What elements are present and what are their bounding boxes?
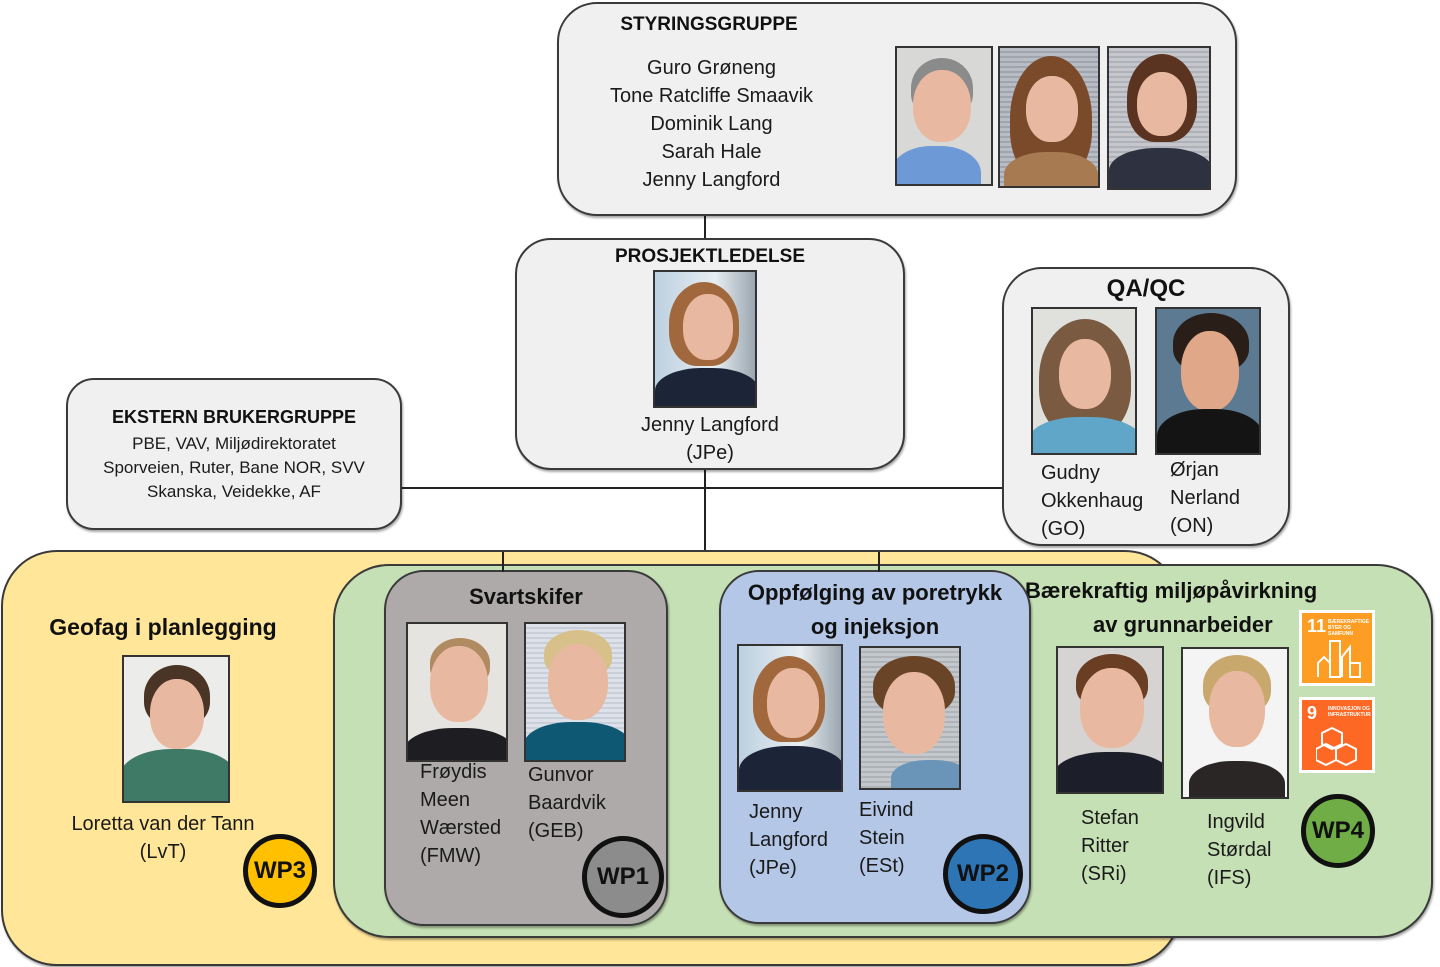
wp3-title: Geofag i planlegging: [49, 614, 277, 640]
qa-photo: [1031, 307, 1137, 455]
wp4-title-line2: av grunnarbeider: [1093, 612, 1273, 637]
qa-photo: [1155, 307, 1261, 455]
qa-last-name: Okkenhaug: [1041, 490, 1144, 512]
cubes-icon: [1316, 726, 1357, 766]
wp1-person: Frøydis Meen Wærsted (FMW): [420, 758, 501, 870]
wp4-photo: [1181, 647, 1289, 799]
sdg-label: INNOVASJON OG INFRASTRUKTUR: [1328, 706, 1371, 718]
leader-photo: [653, 270, 757, 408]
connector-wp2: [878, 552, 880, 572]
qa-last-name: Nerland: [1170, 487, 1241, 509]
qa-first-name: Gudny: [1041, 462, 1100, 484]
qaqc-title: QA/QC: [1106, 275, 1186, 302]
connector-horizontal: [400, 487, 1004, 489]
wp2-person-line: Stein: [859, 827, 905, 849]
wp4-person-line: Ritter: [1081, 835, 1129, 857]
city-icon: [1317, 640, 1361, 678]
wp3-person-name: Loretta van der Tann: [71, 813, 255, 835]
connector-wp1: [502, 552, 504, 572]
wp1-person-line: (FMW): [420, 845, 482, 867]
member-name: Tone Ratcliffe Smaavik: [609, 85, 814, 107]
wp2-person-line: Eivind: [859, 799, 914, 821]
wp2-person: Eivind Stein (ESt): [859, 796, 913, 880]
wp4-person: Stefan Ritter (SRi): [1081, 804, 1139, 888]
ekstern-line: PBE, VAV, Miljødirektoratet: [132, 434, 336, 453]
wp2-person-line: (ESt): [859, 855, 905, 877]
wp1-person-line: (GEB): [528, 820, 584, 842]
sdg-label: BÆREKRAFTIGE BYER OG SAMFUNN: [1328, 619, 1370, 637]
wp3-photo: [122, 655, 230, 803]
ekstern-title: EKSTERN BRUKERGRUPPE: [111, 407, 357, 427]
wp2-person-line: Jenny: [749, 801, 803, 823]
wp1-box: Svartskifer Frøydis Meen Wærsted (FMW) G…: [384, 570, 668, 926]
wp4-person-line: Ingvild: [1207, 811, 1265, 833]
styringsgruppe-title: STYRINGSGRUPPE: [620, 14, 798, 35]
sdg-11-icon: 11 BÆREKRAFTIGE BYER OG SAMFUNN: [1299, 610, 1375, 686]
wp3-person-initials: (LvT): [139, 841, 187, 863]
sdg-9-icon: 9 INNOVASJON OG INFRASTRUKTUR: [1299, 697, 1375, 773]
wp4-person-line: Stefan: [1081, 807, 1139, 829]
wp2-person: Jenny Langford (JPe): [749, 798, 828, 882]
styringsgruppe-members: Guro Grøneng Tone Ratcliffe Smaavik Domi…: [579, 54, 844, 194]
leader-initials: (JPe): [686, 442, 734, 464]
wp2-person-line: (JPe): [749, 857, 797, 879]
wp1-photo: [406, 622, 508, 762]
wp1-person-line: Gunvor: [528, 764, 594, 786]
member-name: Jenny Langford: [642, 169, 781, 191]
sdg-number: 11: [1307, 616, 1327, 636]
prosjektledelse-box: PROSJEKTLEDELSE Jenny Langford (JPe): [515, 238, 905, 470]
wp2-photo: [859, 646, 961, 790]
qa-initials: (GO): [1041, 518, 1086, 540]
qa-name: Ørjan Nerland (ON): [1170, 456, 1240, 540]
wp4-photo: [1056, 646, 1164, 794]
wp4-badge: WP4: [1301, 794, 1375, 868]
wp1-badge: WP1: [582, 836, 664, 918]
wp2-person-line: Langford: [749, 829, 828, 851]
prosjektledelse-title: PROSJEKTLEDELSE: [614, 246, 806, 267]
wp2-box: Oppfølging av poretrykk og injeksjon Jen…: [719, 570, 1031, 924]
wp1-person-line: Frøydis: [420, 761, 487, 783]
wp1-person-line: Baardvik: [528, 792, 606, 814]
wp4-person-line: Størdal: [1207, 839, 1272, 861]
wp1-person: Gunvor Baardvik (GEB): [528, 761, 606, 845]
member-name: Dominik Lang: [650, 113, 773, 135]
qa-name: Gudny Okkenhaug (GO): [1041, 459, 1143, 543]
sdg-number: 9: [1307, 703, 1318, 723]
wp2-photo: [737, 644, 843, 792]
member-name: Guro Grøneng: [647, 57, 776, 79]
member-photo: [1107, 46, 1211, 190]
wp1-person-line: Wærsted: [420, 817, 502, 839]
wp1-title: Svartskifer: [469, 584, 583, 609]
wp2-title-line1: Oppfølging av poretrykk: [747, 580, 1003, 605]
connector-styring-prosjekt: [704, 214, 706, 238]
wp3-badge: WP3: [243, 834, 317, 908]
wp4-person-line: (IFS): [1207, 867, 1252, 889]
wp1-person-line: Meen: [420, 789, 471, 811]
wp2-title-line2: og injeksjon: [810, 614, 940, 639]
wp4-person-line: (SRi): [1081, 863, 1127, 885]
qa-initials: (ON): [1170, 515, 1214, 537]
qa-first-name: Ørjan: [1170, 459, 1219, 481]
wp1-photo: [524, 622, 626, 762]
wp4-title-line1: Bærekraftig miljøpåvirkning: [1025, 578, 1318, 603]
member-photo: [998, 46, 1100, 188]
ekstern-brukergruppe-box: EKSTERN BRUKERGRUPPE PBE, VAV, Miljødire…: [66, 378, 402, 530]
connector-prosjekt-down: [704, 468, 706, 554]
wp2-badge: WP2: [943, 834, 1023, 914]
member-photo: [895, 46, 993, 186]
wp4-person: Ingvild Størdal (IFS): [1207, 808, 1271, 892]
leader-name: Jenny Langford: [641, 414, 779, 436]
ekstern-line: Skanska, Veidekke, AF: [147, 482, 321, 501]
ekstern-line: Sporveien, Ruter, Bane NOR, SVV: [103, 458, 365, 477]
qaqc-box: QA/QC Gudny Okkenhaug (GO) Ørjan Nerland…: [1002, 267, 1290, 546]
member-name: Sarah Hale: [661, 141, 762, 163]
styringsgruppe-box: STYRINGSGRUPPE Guro Grøneng Tone Ratclif…: [557, 2, 1237, 216]
